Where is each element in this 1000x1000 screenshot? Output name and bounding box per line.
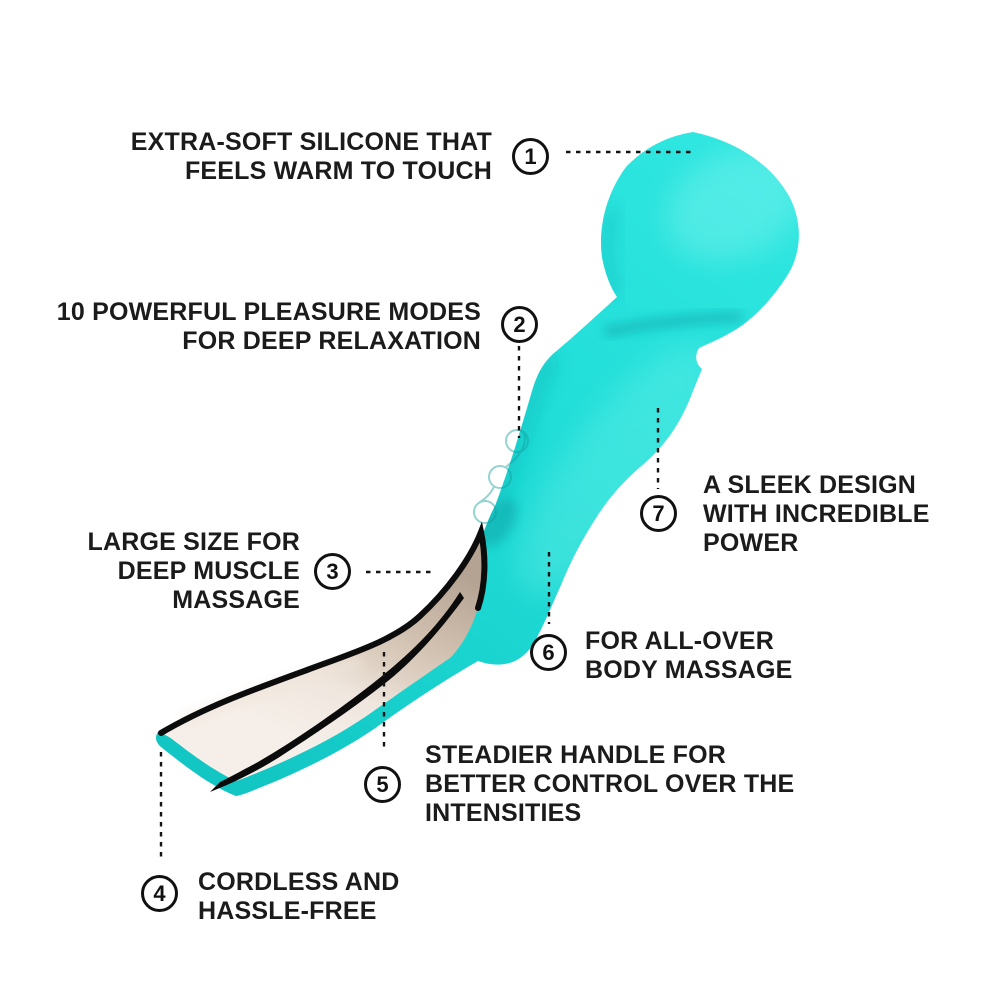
callout-number-2: 2 xyxy=(501,306,538,343)
label-line: INTENSITIES xyxy=(425,799,582,827)
label-line: HASSLE-FREE xyxy=(198,897,377,925)
label-line: A SLEEK DESIGN xyxy=(703,471,917,499)
callout-label-7: A SLEEK DESIGN WITH INCREDIBLE POWER xyxy=(703,471,930,558)
callout-number-3: 3 xyxy=(314,553,351,590)
chrome-handle-insert xyxy=(158,521,488,792)
callout-number-4: 4 xyxy=(141,875,178,912)
callout-number-5: 5 xyxy=(364,766,401,803)
label-line: POWER xyxy=(703,529,799,557)
wand-body xyxy=(156,132,799,796)
label-line: FEELS WARM TO TOUCH xyxy=(184,157,492,185)
label-line: 10 POWERFUL PLEASURE MODES xyxy=(56,298,481,326)
leader-lines xyxy=(159,150,691,857)
callout-label-4: CORDLESS AND HASSLE-FREE xyxy=(198,868,400,926)
callout-label-2: 10 POWERFUL PLEASURE MODES FOR DEEP RELA… xyxy=(57,298,481,356)
chrome-black-edge xyxy=(158,521,488,736)
callout-label-1: EXTRA-SOFT SILICONE THAT FEELS WARM TO T… xyxy=(131,128,492,186)
control-buttons xyxy=(473,429,529,524)
label-line: FOR DEEP RELAXATION xyxy=(182,327,481,355)
head-left-shade xyxy=(599,206,625,301)
body-highlight xyxy=(517,345,713,595)
neck-crease-shadow xyxy=(603,311,743,338)
body-left-shade xyxy=(489,351,561,507)
callout-number-7: 7 xyxy=(640,495,677,532)
label-line: CORDLESS AND xyxy=(198,868,400,896)
callout-label-3: LARGE SIZE FOR DEEP MUSCLE MASSAGE xyxy=(87,528,300,615)
label-line: MASSAGE xyxy=(172,586,300,614)
callout-label-5: STEADIER HANDLE FOR BETTER CONTROL OVER … xyxy=(425,741,794,828)
head-highlight xyxy=(666,148,799,262)
label-line: LARGE SIZE FOR xyxy=(87,528,300,556)
label-line: BODY MASSAGE xyxy=(585,656,793,684)
label-line: BETTER CONTROL OVER THE xyxy=(425,770,795,798)
label-line: STEADIER HANDLE FOR xyxy=(425,741,727,769)
label-line: WITH INCREDIBLE xyxy=(703,500,930,528)
label-line: FOR ALL-OVER xyxy=(585,627,774,655)
label-line: EXTRA-SOFT SILICONE THAT xyxy=(130,128,492,156)
callout-label-6: FOR ALL-OVER BODY MASSAGE xyxy=(585,627,793,685)
label-line: DEEP MUSCLE xyxy=(117,557,300,585)
callout-number-6: 6 xyxy=(530,634,567,671)
chrome-notch-shadow xyxy=(477,499,517,547)
callout-number-1: 1 xyxy=(512,138,549,175)
